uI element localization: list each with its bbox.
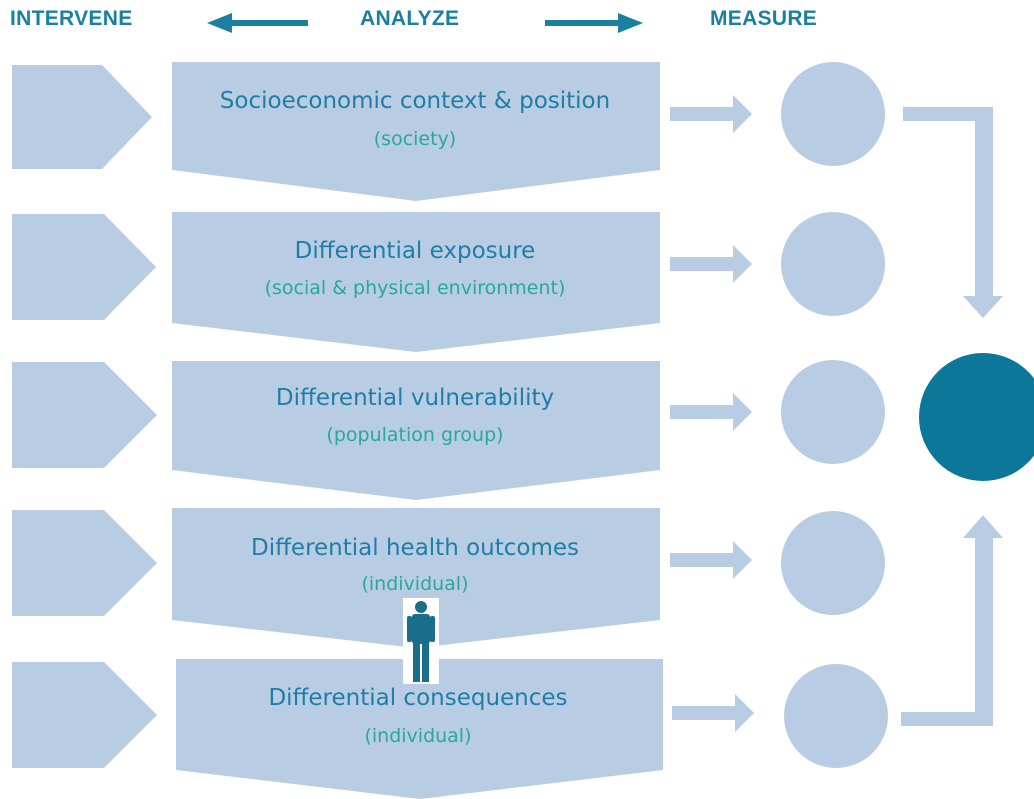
measure-circle-5: [784, 664, 888, 768]
level-4-subtitle: (individual): [361, 573, 469, 595]
measure-circle-2: [781, 212, 885, 316]
intervene-marker-1: [12, 65, 152, 169]
person-icon: [403, 598, 439, 684]
measure-arrow-3: [670, 393, 752, 431]
level-shape-1: [172, 62, 660, 201]
measure-circle-1: [781, 62, 885, 166]
intervene-marker-2: [12, 214, 156, 320]
level-5-title: Differential consequences: [268, 685, 568, 711]
level-shape-2: [172, 212, 660, 352]
level-4-title: Differential health outcomes: [250, 535, 580, 561]
measure-arrow-1: [670, 95, 752, 133]
elbow-arrow-down: [903, 107, 1003, 318]
level-2-subtitle: (social & physical environment): [264, 277, 566, 299]
intervene-marker-5: [12, 662, 157, 768]
arrow-right-icon: [545, 13, 643, 33]
level-1-title: Socioeconomic context & position: [219, 88, 611, 114]
level-3-subtitle: (population group): [326, 424, 504, 446]
level-shape-3: [172, 361, 660, 500]
measure-circle-4: [781, 511, 885, 615]
level-5-subtitle: (individual): [364, 725, 472, 747]
measure-arrow-4: [670, 541, 752, 579]
level-1-subtitle: (society): [373, 128, 457, 150]
header-intervene: INTERVENE: [10, 7, 133, 30]
intervene-marker-4: [12, 510, 157, 616]
outcome-circle: [919, 353, 1034, 481]
measure-arrow-2: [670, 245, 752, 283]
level-shape-4: [172, 508, 660, 648]
intervene-marker-3: [12, 362, 157, 468]
header-analyze: ANALYZE: [360, 7, 460, 30]
elbow-arrow-up: [901, 515, 1003, 726]
level-shape-5: [176, 659, 663, 799]
level-3-title: Differential vulnerability: [275, 385, 555, 411]
measure-arrow-5: [672, 694, 754, 732]
arrow-left-icon: [207, 13, 308, 33]
header-measure: MEASURE: [710, 7, 818, 30]
level-2-title: Differential exposure: [294, 238, 536, 264]
measure-circle-3: [781, 360, 885, 464]
